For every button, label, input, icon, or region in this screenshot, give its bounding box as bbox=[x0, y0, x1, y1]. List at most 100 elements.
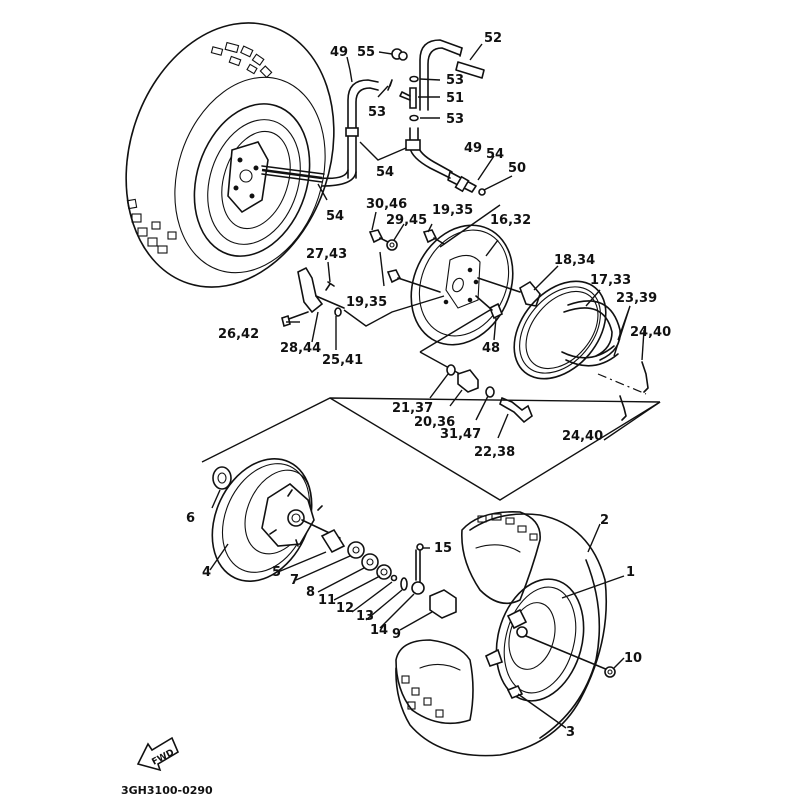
callout-24-40: 24,40 bbox=[630, 325, 671, 340]
nut-11 bbox=[376, 564, 392, 580]
breather-hose-assembly bbox=[319, 39, 486, 196]
callout-53: 53 bbox=[368, 105, 386, 120]
callout-31-47: 31,47 bbox=[440, 427, 481, 442]
cotter-pin-15 bbox=[415, 549, 421, 583]
hub-drum-4 bbox=[211, 458, 313, 582]
brake-shoe-lower bbox=[565, 353, 619, 367]
pipe-52 bbox=[455, 61, 485, 79]
pin-12 bbox=[390, 574, 398, 582]
callout-2: 2 bbox=[600, 513, 609, 528]
callout-5: 5 bbox=[272, 565, 281, 580]
upper-tread-blocks bbox=[126, 41, 273, 254]
fitting-50 bbox=[478, 188, 486, 196]
hose-49-left bbox=[347, 79, 379, 179]
callout-23-39: 23,39 bbox=[616, 291, 657, 306]
callout-14: 14 bbox=[370, 623, 388, 638]
bolt-26-42 bbox=[281, 314, 291, 328]
tire-2-outer bbox=[395, 513, 608, 757]
hub-assembly bbox=[211, 458, 457, 619]
tire-lower-shell bbox=[395, 639, 474, 725]
hose-49-right bbox=[409, 127, 451, 179]
spring-27-43 bbox=[325, 281, 335, 291]
callout-53: 53 bbox=[446, 73, 464, 88]
o-ring-21-37 bbox=[446, 364, 456, 376]
callout-30-46: 30,46 bbox=[366, 197, 407, 212]
brake-shoe-upper bbox=[567, 300, 621, 361]
bolt-48 bbox=[488, 302, 504, 320]
wheel-studs bbox=[269, 489, 323, 547]
upper-rim-inner bbox=[207, 119, 301, 245]
clip-54-left bbox=[345, 127, 359, 137]
tire-upper-shell bbox=[461, 511, 541, 605]
upper-hub-center bbox=[239, 169, 253, 183]
fwd-arrow: FWD bbox=[136, 736, 180, 772]
upper-rim-outer bbox=[193, 103, 311, 257]
washer-13 bbox=[400, 577, 408, 591]
callout-8: 8 bbox=[306, 585, 315, 600]
callout-48: 48 bbox=[482, 341, 500, 356]
t-joint-51 bbox=[409, 87, 417, 109]
callout-52: 52 bbox=[484, 31, 502, 46]
drawing-code: 3GH3100-0290 bbox=[121, 784, 213, 797]
rim-1 bbox=[495, 578, 585, 702]
cam-lever bbox=[519, 280, 541, 307]
cam-shaft-22-38 bbox=[499, 396, 533, 424]
callout-24-40: 24,40 bbox=[562, 429, 603, 444]
lower-tread-blocks bbox=[401, 513, 538, 718]
brake-drum bbox=[513, 280, 607, 380]
callout-7: 7 bbox=[290, 573, 299, 588]
spring-24-40-lower bbox=[619, 395, 627, 421]
bolt-19-35-upper bbox=[422, 229, 438, 244]
cam-arm bbox=[297, 266, 324, 314]
clip-54-right bbox=[454, 175, 470, 193]
callout-15: 15 bbox=[434, 541, 452, 556]
callout-54: 54 bbox=[326, 209, 344, 224]
callout-53: 53 bbox=[446, 112, 464, 127]
brake-drum-shoes bbox=[419, 280, 661, 441]
callout-20-36: 20,36 bbox=[414, 415, 455, 430]
callout-51: 51 bbox=[446, 91, 464, 106]
callout-54: 54 bbox=[486, 147, 504, 162]
callout-27-43: 27,43 bbox=[306, 247, 347, 262]
callout-3: 3 bbox=[566, 725, 575, 740]
callout-6: 6 bbox=[186, 511, 195, 526]
spring-24-40-upper bbox=[641, 361, 649, 393]
callout-4: 4 bbox=[202, 565, 211, 580]
leader-lines bbox=[209, 43, 645, 729]
nut-14 bbox=[411, 581, 425, 595]
callout-28-44: 28,44 bbox=[280, 341, 321, 356]
elbow-hose bbox=[419, 39, 463, 111]
bolt-19-35-lower bbox=[386, 269, 402, 284]
callout-49: 49 bbox=[330, 45, 348, 60]
callout-labels: 49 55 52 53 53 51 53 54 49 54 50 54 30,4… bbox=[186, 31, 671, 740]
washer-31-47 bbox=[485, 386, 495, 398]
callout-25-41: 25,41 bbox=[322, 353, 363, 368]
callout-12: 12 bbox=[336, 601, 354, 616]
callout-17-33: 17,33 bbox=[590, 273, 631, 288]
group-frame-lower bbox=[329, 397, 661, 501]
callout-16-32: 16,32 bbox=[490, 213, 531, 228]
callout-18-34: 18,34 bbox=[554, 253, 595, 268]
callout-11: 11 bbox=[318, 593, 336, 608]
callout-19-35: 19,35 bbox=[346, 295, 387, 310]
cam-shaft-parts bbox=[446, 364, 533, 424]
rim-hub-center bbox=[516, 626, 528, 638]
callout-21-37: 21,37 bbox=[392, 401, 433, 416]
hub-bearing-seat bbox=[287, 509, 305, 527]
washer-29-45 bbox=[386, 239, 398, 251]
callout-10: 10 bbox=[624, 651, 642, 666]
oil-seal-6 bbox=[212, 466, 232, 490]
hub-cap-9 bbox=[429, 589, 457, 619]
brake-panel-assembly bbox=[281, 204, 541, 346]
callout-13: 13 bbox=[356, 609, 374, 624]
callout-50: 50 bbox=[508, 161, 526, 176]
cam-20-36 bbox=[457, 369, 479, 393]
callout-26-42: 26,42 bbox=[218, 327, 259, 342]
callout-22-38: 22,38 bbox=[474, 445, 515, 460]
spacer-5 bbox=[320, 528, 346, 554]
upper-tire-sidewall bbox=[174, 76, 326, 274]
upper-rim-well bbox=[221, 130, 291, 230]
bolt-30-46 bbox=[368, 229, 384, 244]
callout-9: 9 bbox=[392, 627, 401, 642]
